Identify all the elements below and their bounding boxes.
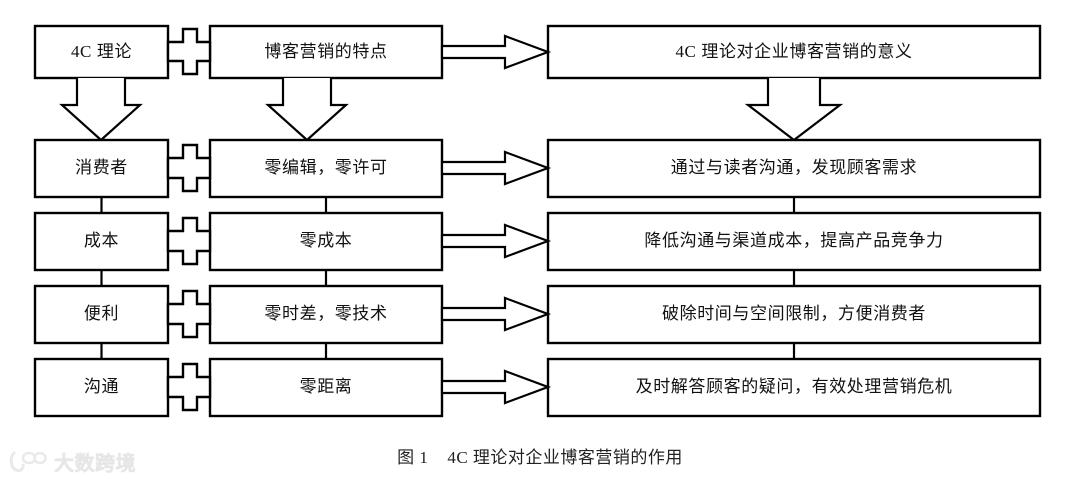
row-convenience: 便利 零时差，零技术 破除时间与空间限制，方便消费者 bbox=[33, 284, 1042, 345]
box-zero-cost-label: 零成本 bbox=[300, 231, 353, 250]
box-consumer-label: 消费者 bbox=[75, 158, 128, 177]
row-header: 4C 理论 博客营销的特点 4C 理论对企业博客营销的意义 bbox=[33, 24, 1042, 80]
box-break-limits[interactable] bbox=[546, 284, 1042, 345]
right-block-arrow-row-cost bbox=[440, 223, 552, 259]
row-communication: 沟通 零距离 及时解答顾客的疑问，有效处理营销危机 bbox=[33, 357, 1042, 418]
box-convenience-label: 便利 bbox=[84, 304, 119, 323]
plus-connector-row-consumer bbox=[166, 143, 212, 193]
box-blog-features[interactable] bbox=[208, 24, 444, 80]
box-lower-cost-label: 降低沟通与渠道成本，提高产品竞争力 bbox=[644, 231, 943, 250]
right-block-arrow-row-header bbox=[440, 34, 552, 70]
down-block-arrow-theory bbox=[59, 78, 143, 142]
down-block-arrow-significance bbox=[744, 78, 844, 142]
box-break-limits-label: 破除时间与空间限制，方便消费者 bbox=[662, 304, 926, 323]
box-zero-distance-label: 零距离 bbox=[300, 377, 353, 396]
plus-connector-row-header bbox=[166, 27, 212, 76]
box-zero-timelag-label: 零时差，零技术 bbox=[264, 304, 387, 323]
plus-connector-row-communication bbox=[166, 362, 212, 412]
plus-connector-row-convenience bbox=[166, 289, 212, 339]
box-answer-doubts-label: 及时解答顾客的疑问，有效处理营销危机 bbox=[636, 377, 953, 396]
box-theory-4c[interactable] bbox=[33, 24, 170, 80]
right-block-arrow-row-consumer bbox=[440, 150, 552, 186]
box-cost-label: 成本 bbox=[84, 231, 119, 250]
down-block-arrow-features bbox=[265, 78, 349, 142]
row-consumer: 消费者 零编辑，零许可 通过与读者沟通，发现顾客需求 bbox=[33, 138, 1042, 199]
plus-connector-row-cost bbox=[166, 216, 212, 266]
figure-caption: 图 1 4C 理论对企业博客营销的作用 bbox=[397, 448, 683, 467]
box-convenience[interactable] bbox=[33, 284, 170, 345]
box-communication-label: 沟通 bbox=[84, 377, 119, 396]
right-block-arrow-row-communication bbox=[440, 369, 552, 405]
box-significance-label: 4C 理论对企业博客营销的意义 bbox=[675, 42, 912, 61]
row-cost: 成本 零成本 降低沟通与渠道成本，提高产品竞争力 bbox=[33, 211, 1042, 272]
box-blog-features-label: 博客营销的特点 bbox=[264, 42, 387, 61]
box-answer-doubts[interactable] bbox=[546, 357, 1042, 418]
right-block-arrow-row-convenience bbox=[440, 296, 552, 332]
box-communication[interactable] bbox=[33, 357, 170, 418]
box-find-needs-label: 通过与读者沟通，发现顾客需求 bbox=[671, 158, 917, 177]
box-zero-edit-label: 零编辑，零许可 bbox=[264, 158, 387, 177]
box-theory-4c-label: 4C 理论 bbox=[71, 42, 132, 61]
